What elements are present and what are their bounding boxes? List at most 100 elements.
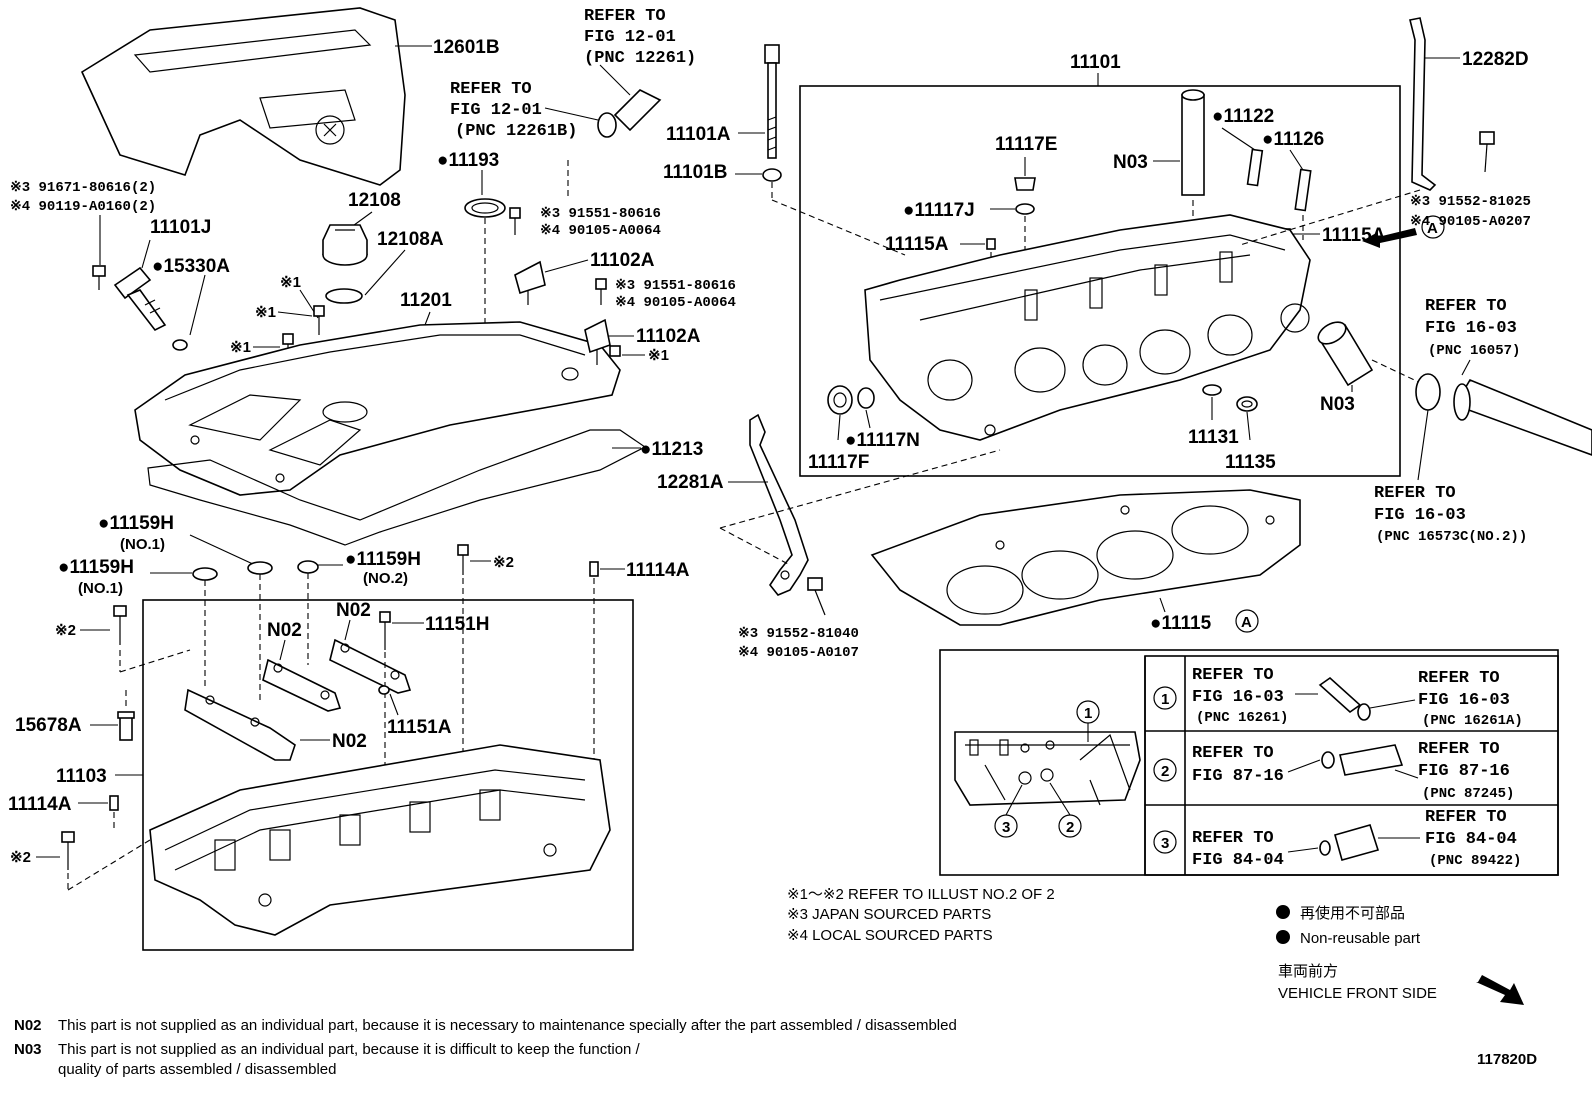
row3-sensor-icon [1319,824,1380,861]
inset-callout-1: 1 [1084,705,1092,722]
inset-engine-view [954,731,1141,806]
label-11117n: ●11117N [845,430,920,451]
label-n02-b: N02 [267,620,302,641]
label-n02-c: N02 [332,731,367,752]
label-n03-b: N03 [1320,394,1355,415]
note-local-sourced: ※4 LOCAL SOURCED PARTS [787,927,993,944]
label-11201: 11201 [400,290,452,311]
ocv-valve-15330a [113,266,188,351]
note-91552-b: ※3 91552-81040 [738,626,859,642]
row3-left-title: REFER TO [1192,829,1274,848]
vehicle-front-arrow-icon [1476,975,1524,1005]
label-x1-a: ※1 [280,274,301,291]
note-91671: ※3 91671-80616(2) [10,180,156,196]
note-japan-sourced: ※3 JAPAN SOURCED PARTS [787,906,991,923]
label-11117e: 11117E [995,134,1057,155]
label-11159h-a: ●11159H [98,513,174,534]
footnote-n03-code: N03 [14,1041,42,1058]
bearing-cap-n02-b [262,658,342,712]
group-box-11101 [799,85,1401,477]
footnote-n02-code: N02 [14,1017,42,1034]
note-90119: ※4 90119-A0160(2) [10,199,156,215]
row2-left-title: REFER TO [1192,744,1274,763]
row1-right-title: REFER TO [1418,669,1500,688]
legend-nonreusable-jp: 再使用不可部品 [1300,905,1405,922]
row3-right-pnc: (PNC 89422) [1429,853,1521,869]
row1-left-pnc: (PNC 16261) [1196,710,1288,726]
bolt-x2-left-upper [113,605,127,645]
inset-callout-3: 3 [1002,819,1010,836]
row2-hose-icon [1321,744,1404,776]
label-11193: ●11193 [437,150,499,171]
label-11115a-a: 11115A [885,234,949,255]
bolt-x1-d [609,345,621,357]
bearing-cap-n02-a [329,638,412,694]
row2-right-fig: FIG 87-16 [1418,762,1510,781]
note-91551-b: ※3 91551-80616 [615,278,736,294]
row3-number: 3 [1161,835,1169,852]
label-n03-a: N03 [1113,152,1148,173]
cylinder-head-cover-11201 [134,321,621,496]
bolt-91552-a [1479,131,1495,173]
bracket-12281a [749,413,809,596]
note-91551-a: ※3 91551-80616 [540,206,661,222]
label-12601b: 12601B [433,37,500,58]
refer-12-01-title: REFER TO [584,7,666,26]
row1-right-pnc: (PNC 16261A) [1422,713,1523,729]
label-11151a: 11151A [387,717,452,738]
refer-12-01b-fig: FIG 12-01 [450,101,542,120]
bolt-91671 [92,265,106,290]
row2-right-title: REFER TO [1418,740,1500,759]
row3-right-title: REFER TO [1425,808,1507,827]
nonreusable-dot-icon [1276,905,1290,919]
oil-filler-cap-12108 [322,224,368,266]
label-11114a-b: 11114A [8,794,72,815]
cam-sensor-11102a-b [584,318,611,365]
inset-callout-2: 2 [1066,819,1074,836]
view-a-marker-b: A [1241,614,1252,631]
label-11117f: 11117F [808,452,869,473]
bolt-x2-top [457,544,469,575]
legend-front-jp: 車両前方 [1278,963,1338,980]
row1-number: 1 [1161,691,1169,708]
figure-id: 117820D [1477,1051,1537,1068]
refer-16-03b-title: REFER TO [1374,484,1456,503]
label-11131: 11131 [1188,427,1239,448]
engine-cover-12601b [80,7,406,186]
row2-left-fig: FIG 87-16 [1192,767,1284,786]
label-11122: ●11122 [1212,106,1274,127]
refer-12-01b-title: REFER TO [450,80,532,99]
row2-right-pnc: (PNC 87245) [1422,786,1514,802]
label-no1-a: (NO.1) [120,536,165,553]
label-11159h-b: ●11159H [58,557,134,578]
label-11102a-b: 11102A [636,326,701,347]
row1-left-title: REFER TO [1192,666,1274,685]
refer-16-03-pnc: (PNC 16057) [1428,343,1520,359]
refer-16-03b-pnc: (PNC 16573C(NO.2)) [1376,529,1527,545]
label-12281a: 12281A [657,472,724,493]
note-90105-d: ※4 90105-A0107 [738,645,859,661]
tube-n03-a [1181,89,1205,196]
footnote-n03-text: This part is not supplied as an individu… [58,1041,641,1058]
refer-12-01-pnc: (PNC 12261) [584,49,696,68]
label-11213: ●11213 [640,439,703,460]
row3-left-fig: FIG 84-04 [1192,851,1284,870]
label-12282d: 12282D [1462,49,1529,70]
label-x2-b: ※2 [55,622,76,639]
label-11101j: 11101J [150,217,211,238]
label-x1-c: ※1 [230,339,251,356]
footnote-n02-text: This part is not supplied as an individu… [58,1017,957,1034]
legend-nonreusable-en: Non-reusable part [1300,930,1421,947]
label-11126: ●11126 [1262,129,1324,150]
bracket-12282d [1409,17,1437,191]
refer-16-03b-fig: FIG 16-03 [1374,506,1466,525]
note-90105-a: ※4 90105-A0064 [540,223,661,239]
hose-12261 [597,89,662,138]
label-11101: 11101 [1070,52,1121,73]
bolt-x1-a [313,305,325,335]
plug-11117f [827,385,853,415]
valve-guide-11122 [1246,148,1264,187]
row2-number: 2 [1161,763,1169,780]
label-x2-a: ※2 [493,554,514,571]
